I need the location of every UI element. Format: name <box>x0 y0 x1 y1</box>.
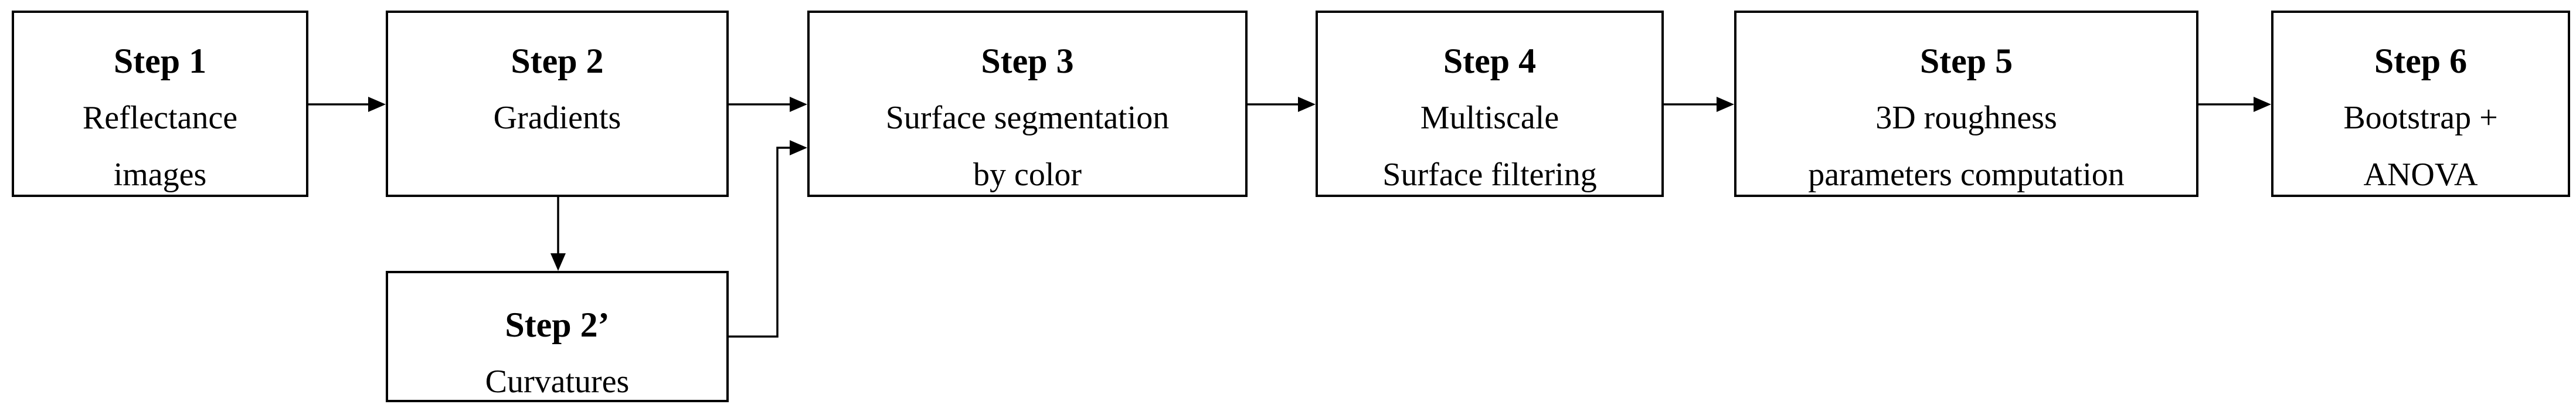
step5-line: 3D roughness <box>1875 100 2057 136</box>
step6-title: Step 6 <box>2374 42 2468 80</box>
step5-line: parameters computation <box>1808 157 2125 193</box>
step6-box: Step 6 Bootstrap + ANOVA <box>2271 11 2570 197</box>
step2-title: Step 2 <box>511 42 604 80</box>
step1-line: images <box>113 157 207 193</box>
step2-line: Gradients <box>493 100 621 136</box>
step6-line: ANOVA <box>2363 157 2478 193</box>
arrow-step5-to-step6 <box>2198 97 2271 112</box>
step2prime-line: Curvatures <box>485 364 630 400</box>
step6-line: Bootstrap + <box>2343 100 2498 136</box>
step3-line: Surface segmentation <box>885 100 1170 136</box>
step1-line: Reflectance <box>82 100 238 136</box>
arrow-step2-to-step3 <box>729 97 807 112</box>
arrow-step2prime-to-step3 <box>729 140 807 338</box>
step4-box: Step 4 Multiscale Surface filtering <box>1316 11 1664 197</box>
step1-title: Step 1 <box>113 42 207 80</box>
step2prime-box: Step 2’ Curvatures <box>386 271 729 402</box>
arrow-step4-to-step5 <box>1664 97 1734 112</box>
step2prime-title: Step 2’ <box>505 305 610 344</box>
step2-box: Step 2 Gradients <box>386 11 729 197</box>
step5-title: Step 5 <box>1919 42 2013 80</box>
step3-title: Step 3 <box>981 42 1074 80</box>
step4-title: Step 4 <box>1443 42 1537 80</box>
arrow-step2-to-step2prime <box>550 197 566 271</box>
step3-line: by color <box>973 157 1082 193</box>
step4-line: Surface filtering <box>1382 157 1597 193</box>
step1-box: Step 1 Reflectance images <box>12 11 308 197</box>
arrow-step1-to-step2 <box>308 97 386 112</box>
step4-line: Multiscale <box>1420 100 1559 136</box>
arrow-step3-to-step4 <box>1248 97 1316 112</box>
step5-box: Step 5 3D roughness parameters computati… <box>1734 11 2198 197</box>
step3-box: Step 3 Surface segmentation by color <box>807 11 1248 197</box>
